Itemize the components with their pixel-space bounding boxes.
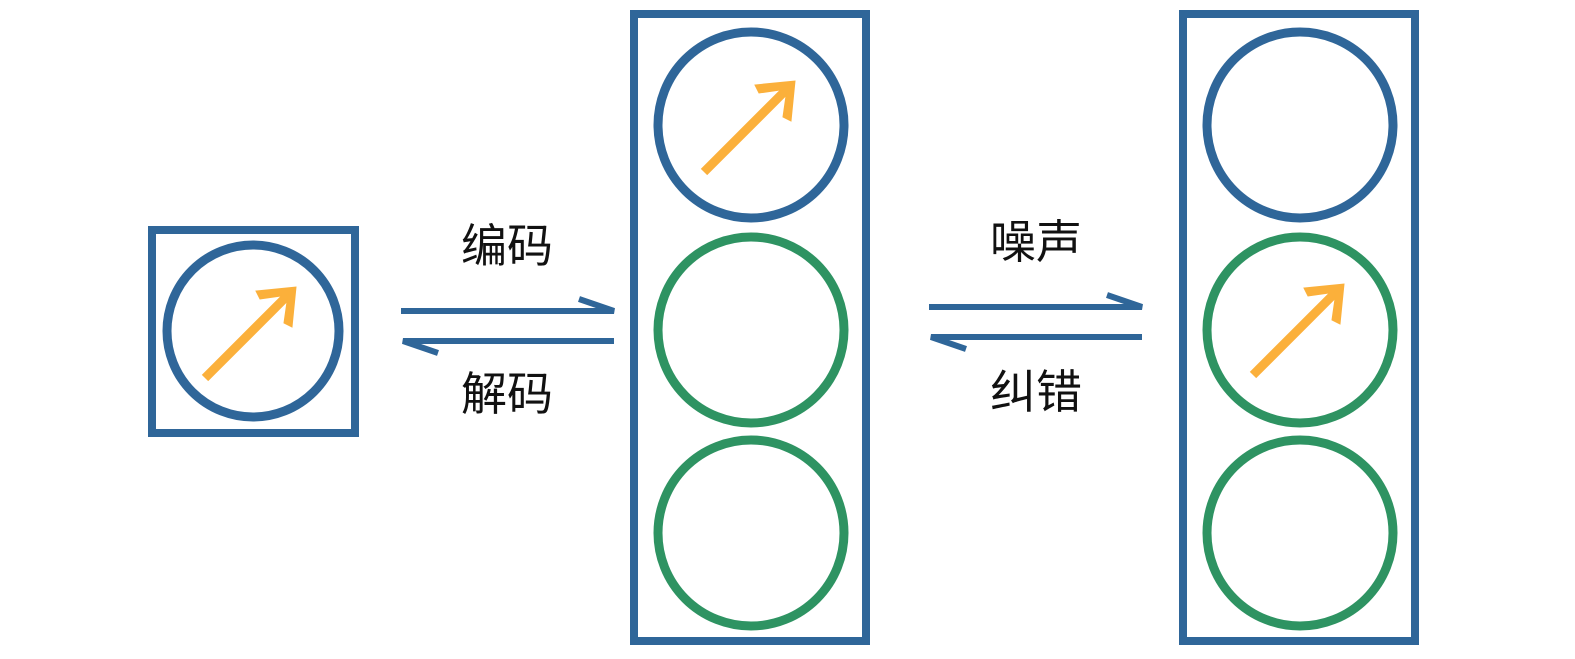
encoded-register-box [630, 10, 870, 645]
equilibrium-arrows-icon [929, 292, 1143, 352]
encode-decode-process: 编码 解码 [401, 219, 615, 421]
noisy-register-group [1179, 10, 1419, 645]
correct-label: 纠错 [990, 365, 1082, 419]
noise-label: 噪声 [990, 215, 1082, 269]
encoded-ancilla-qubit-1-circle [653, 232, 849, 428]
decode-label: 解码 [461, 367, 553, 421]
noisy-data-qubit-circle [1202, 27, 1398, 223]
encoded-register-group [630, 10, 870, 645]
single-qubit-group [148, 226, 359, 437]
single-qubit-box [148, 226, 359, 437]
equilibrium-arrows-icon [401, 296, 615, 356]
encoded-state-arrow-icon [704, 81, 795, 172]
encoded-data-qubit-circle [653, 27, 849, 223]
noisy-register-box [1179, 10, 1419, 645]
single-qubit-circle [162, 240, 344, 422]
noisy-ancilla-qubit-1-circle [1202, 232, 1398, 428]
state-vector-arrow-icon [205, 287, 296, 378]
encode-label: 编码 [461, 219, 553, 273]
noise-correct-process: 噪声 纠错 [929, 215, 1143, 419]
error-state-arrow-icon [1253, 284, 1344, 375]
encoded-ancilla-qubit-2-circle [653, 435, 849, 631]
noisy-ancilla-qubit-2-circle [1202, 435, 1398, 631]
